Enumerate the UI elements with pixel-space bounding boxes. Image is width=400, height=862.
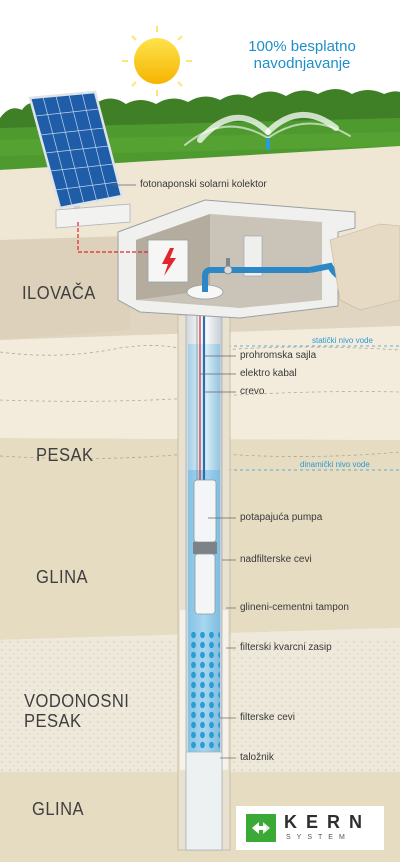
submersible-pump bbox=[193, 479, 217, 615]
layer-label-pesak: PESAK bbox=[36, 445, 94, 465]
kern-logo bbox=[236, 806, 384, 850]
solar-cable bbox=[77, 222, 148, 253]
control-box bbox=[147, 239, 189, 283]
label-pump: potapajuća pumpa bbox=[240, 512, 323, 523]
sprinkler-spray bbox=[184, 112, 351, 150]
label-static-level: statički nivo vode bbox=[312, 336, 373, 345]
filter-holes bbox=[188, 632, 220, 750]
layer-label-vodonosni: VODONOSNI bbox=[24, 691, 130, 711]
sun-icon bbox=[122, 26, 192, 96]
label-seal: glineni-cementni tampon bbox=[240, 602, 349, 613]
headline-line1: 100% besplatno bbox=[248, 38, 356, 55]
label-pipe: crevo bbox=[240, 386, 265, 397]
label-sump: taložnik bbox=[240, 752, 274, 763]
layer-label-glina: GLINA bbox=[36, 567, 89, 587]
sump-pipe bbox=[185, 751, 223, 851]
logo-sub: SYSTEM bbox=[286, 834, 351, 841]
label-electric-cable: elektro kabal bbox=[240, 368, 297, 379]
leader-lines bbox=[112, 184, 236, 759]
layer-label-ilovaca: ILOVAČA bbox=[22, 283, 96, 303]
solar-panel-icon bbox=[28, 90, 131, 229]
layer-label-glina-bottom: GLINA bbox=[32, 799, 85, 819]
label-gravel: filterski kvarcni zasip bbox=[240, 642, 332, 653]
headline-line2: navodnjavanje bbox=[253, 55, 351, 72]
label-filter-pipes: filterske cevi bbox=[240, 712, 296, 723]
label-cable-rope: prohromska sajla bbox=[240, 350, 317, 361]
label-dynamic-level: dinamički nivo vode bbox=[300, 460, 370, 469]
headline: 100% besplatno navodnjavanje bbox=[222, 38, 382, 72]
static-level-line bbox=[0, 345, 400, 356]
label-solar-collector: fotonaponski solarni kolektor bbox=[140, 179, 267, 190]
layer-label-vodonosni-pesak: PESAK bbox=[24, 711, 82, 731]
label-upper-filter-pipes: nadfilterske cevi bbox=[240, 554, 312, 565]
logo-name: KERN bbox=[284, 812, 372, 832]
layer-ilovaca bbox=[0, 236, 130, 340]
